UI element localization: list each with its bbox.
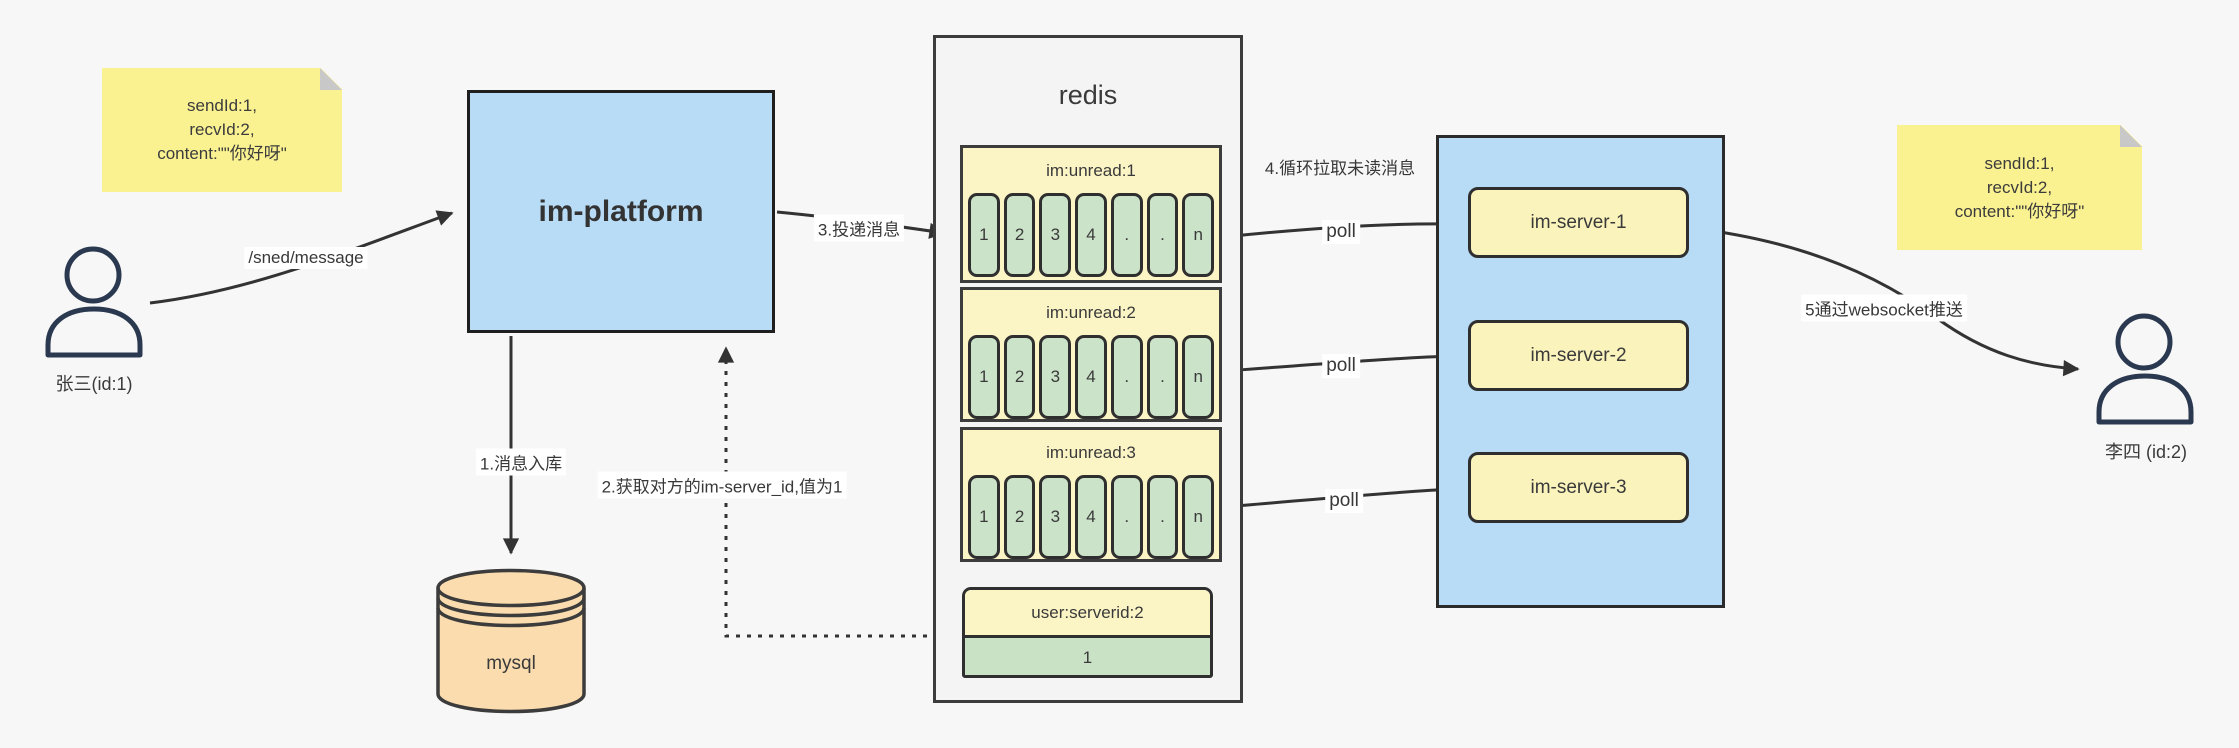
- im-server-node-2: im-server-2: [1468, 320, 1689, 391]
- queue-cell: 4: [1075, 475, 1107, 559]
- edge-label-poll-2: poll: [1322, 354, 1360, 378]
- redis-queue-1: im:unread:1 1 2 3 4 . . n: [960, 145, 1222, 283]
- queue-cells: 1 2 3 4 . . n: [963, 335, 1219, 419]
- queue-cell: 3: [1039, 475, 1072, 559]
- queue-cell: .: [1110, 475, 1143, 559]
- mysql-label: mysql: [486, 653, 536, 674]
- note-fold-icon: [2120, 125, 2142, 147]
- sticky-note-sender: sendId:1, recvId:2, content:""你好呀": [102, 68, 342, 192]
- queue-cell: 2: [1003, 475, 1036, 559]
- queue-cell: 4: [1075, 193, 1107, 277]
- queue-cell: n: [1182, 475, 1215, 559]
- im-server-node-1: im-server-1: [1468, 187, 1689, 258]
- sticky-note-receiver: sendId:1, recvId:2, content:""你好呀": [1897, 125, 2142, 250]
- queue-cell: 2: [1003, 335, 1036, 419]
- note-line: sendId:1,: [1984, 153, 2055, 173]
- im-platform-label: im-platform: [538, 194, 704, 228]
- note-line: recvId:2,: [189, 120, 255, 139]
- queue-cell: n: [1182, 335, 1215, 419]
- edge-label-step3: 3.投递消息: [813, 214, 905, 242]
- queue-cell: 1: [968, 193, 1000, 277]
- queue-cell: .: [1146, 475, 1179, 559]
- queue-cell: .: [1146, 335, 1179, 419]
- redis-queue-2: im:unread:2 1 2 3 4 . . n: [960, 287, 1222, 422]
- im-server-label: im-server-1: [1530, 211, 1627, 233]
- note-line: recvId:2,: [1986, 177, 2053, 197]
- queue-name: im:unread:3: [1046, 443, 1136, 462]
- note-fold-icon: [320, 68, 342, 90]
- queue-cell: .: [1110, 335, 1143, 419]
- queue-cell: 3: [1039, 335, 1072, 419]
- im-server-label: im-server-2: [1530, 344, 1627, 366]
- kv-key: user:serverid:2: [965, 590, 1210, 638]
- mysql-cylinder-icon: mysql: [436, 568, 586, 714]
- note-line: content:""你好呀": [157, 144, 287, 163]
- redis-title: redis: [1058, 80, 1118, 110]
- im-server-node-3: im-server-3: [1468, 452, 1689, 523]
- queue-cell: 4: [1075, 335, 1107, 419]
- note-line: sendId:1,: [187, 96, 257, 115]
- queue-cells: 1 2 3 4 . . n: [963, 475, 1219, 559]
- person-icon-receiver: [2096, 313, 2194, 425]
- queue-cell: 2: [1003, 193, 1036, 277]
- im-platform-node: im-platform: [467, 90, 775, 333]
- queue-cells: 1 2 3 4 . . n: [963, 193, 1219, 277]
- edge-label-send: /sned/message: [244, 247, 368, 269]
- kv-box: user:serverid:2 1: [962, 587, 1213, 678]
- im-server-label: im-server-3: [1530, 476, 1627, 498]
- queue-cell: 1: [968, 475, 1000, 559]
- queue-name: im:unread:1: [1046, 161, 1136, 180]
- queue-cell: .: [1110, 193, 1143, 277]
- edge-label-step2: 2.获取对方的im-server_id,值为1: [597, 471, 847, 499]
- redis-queue-3: im:unread:3 1 2 3 4 . . n: [960, 427, 1222, 562]
- kv-value: 1: [965, 638, 1210, 675]
- actor-label-sender: 张三(id:1): [55, 374, 133, 394]
- queue-name: im:unread:2: [1046, 303, 1136, 322]
- queue-cell: 1: [968, 335, 1000, 419]
- edge-label-poll-3: poll: [1325, 489, 1363, 513]
- person-icon-sender: [45, 246, 143, 358]
- queue-cell: n: [1182, 193, 1215, 277]
- edge-label-step5: 5通过websocket推送: [1801, 294, 1967, 322]
- edge-label-poll-1: poll: [1322, 220, 1360, 244]
- note-line: content:""你好呀": [1954, 201, 2085, 221]
- edge-label-step4: 4.循环拉取未读消息: [1264, 159, 1416, 178]
- actor-label-receiver: 李四 (id:2): [2104, 442, 2188, 462]
- queue-cell: 3: [1039, 193, 1072, 277]
- edge-label-step1: 1.消息入库: [475, 448, 567, 476]
- queue-cell: .: [1146, 193, 1179, 277]
